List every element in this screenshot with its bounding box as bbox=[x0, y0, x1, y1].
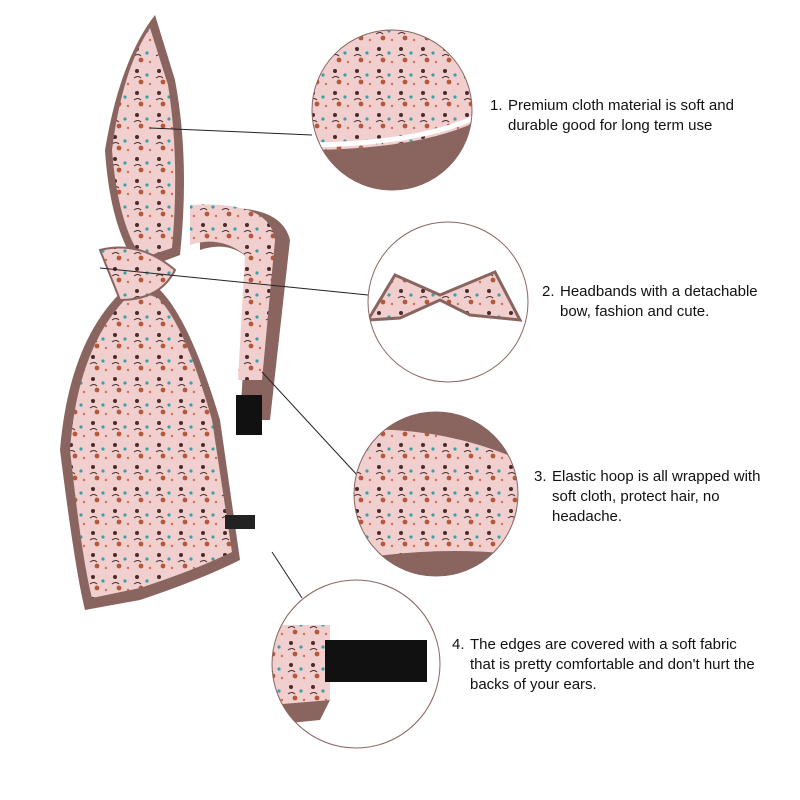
leader-line-4 bbox=[271, 551, 303, 599]
elastic-edge bbox=[325, 640, 427, 682]
feature-4: 4. The edges are covered with a soft fabr… bbox=[452, 635, 755, 695]
detail-circle-3 bbox=[353, 411, 519, 577]
leader-line-3 bbox=[261, 371, 359, 477]
detail-circle-4 bbox=[271, 579, 441, 749]
headband-product-image bbox=[60, 15, 290, 610]
feature-number: 1. bbox=[490, 97, 503, 114]
feature-text: Elastic hoop is all wrapped with bbox=[552, 468, 761, 485]
feature-text: headache. bbox=[552, 508, 623, 525]
feature-text: durable good for long term use bbox=[508, 117, 713, 134]
detail-circle-2 bbox=[367, 221, 529, 383]
feature-2: 2. Headbands with a detachable bow, fashi… bbox=[542, 282, 758, 322]
feature-text: soft cloth, protect hair, no bbox=[552, 488, 720, 505]
feature-number: 2. bbox=[542, 283, 555, 300]
elastic-band bbox=[236, 395, 262, 435]
feature-1: 1. Premium cloth material is soft and dur… bbox=[490, 96, 734, 136]
leader-line-2 bbox=[99, 267, 369, 296]
feature-text: The edges are covered with a soft fabric bbox=[470, 636, 737, 653]
feature-text: Headbands with a detachable bbox=[560, 283, 758, 300]
feature-number: 4. bbox=[452, 636, 465, 653]
leader-line-1 bbox=[149, 127, 313, 136]
detail-circle-1 bbox=[311, 29, 473, 191]
feature-text: backs of your ears. bbox=[470, 676, 597, 693]
feature-number: 3. bbox=[534, 468, 547, 485]
feature-3: 3. Elastic hoop is all wrapped with soft … bbox=[534, 467, 760, 527]
feature-text: bow, fashion and cute. bbox=[560, 303, 710, 320]
feature-text: that is pretty comfortable and don't hur… bbox=[470, 656, 755, 673]
feature-text: Premium cloth material is soft and bbox=[508, 97, 734, 114]
